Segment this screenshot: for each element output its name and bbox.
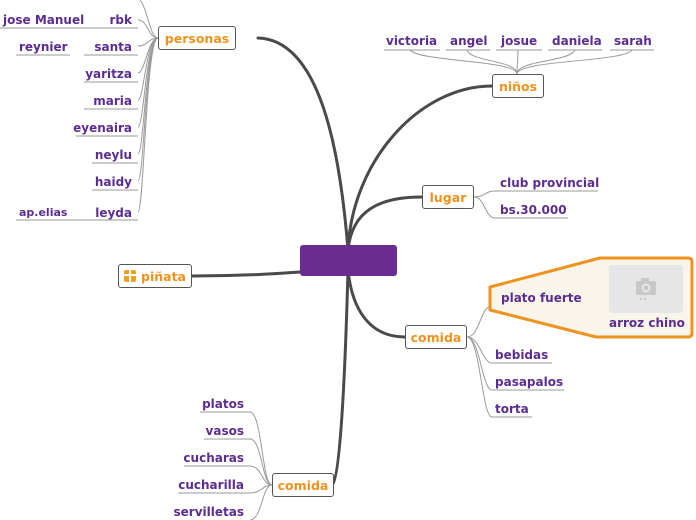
ninos-item-josue[interactable]: josue: [501, 34, 538, 48]
topic-comida-right[interactable]: comida: [405, 325, 467, 349]
topic-comida-right-label: comida: [410, 329, 462, 345]
central-topic[interactable]: [300, 245, 397, 276]
rbk-subitem[interactable]: jose Manuel: [3, 13, 85, 27]
personas-item-neylu[interactable]: neylu: [94, 148, 132, 162]
comida-item-torta[interactable]: torta: [495, 402, 529, 416]
topic-comida-left[interactable]: comida: [272, 473, 334, 497]
lugar-item-bs-30000[interactable]: bs.30.000: [500, 203, 567, 217]
ninos-item-sarah[interactable]: sarah: [614, 34, 652, 48]
comida-left-item-cucharilla[interactable]: cucharilla: [178, 478, 244, 492]
topic-lugar-label: lugar: [429, 189, 467, 205]
comida-left-item-vasos[interactable]: vasos: [205, 424, 244, 438]
image-placeholder: [609, 265, 683, 313]
personas-item-eyenaira[interactable]: eyenaira: [73, 121, 132, 135]
topic-ninos[interactable]: niños: [492, 74, 544, 98]
personas-item-rbk[interactable]: rbk: [109, 13, 133, 27]
topic-personas[interactable]: personas: [158, 26, 236, 50]
comida-left-item-servilletas[interactable]: servilletas: [173, 505, 244, 519]
topic-comida-left-label: comida: [277, 477, 329, 493]
camera-icon: [636, 278, 656, 301]
comida-item-bebidas[interactable]: bebidas: [495, 348, 549, 362]
comida-left-item-platos[interactable]: platos: [202, 397, 244, 411]
comida-item-plato-fuerte[interactable]: plato fuerte: [501, 291, 582, 305]
personas-item-santa[interactable]: santa: [94, 40, 132, 54]
topic-pinata-label: piñata: [141, 268, 186, 284]
personas-item-maria[interactable]: maria: [93, 94, 132, 108]
comida-left-item-cucharas[interactable]: cucharas: [183, 451, 244, 465]
ninos-item-angel[interactable]: angel: [450, 34, 488, 48]
plato-fuerte-detail[interactable]: arroz chino: [609, 316, 685, 330]
gift-icon: [124, 270, 136, 282]
personas-item-haidy[interactable]: haidy: [94, 175, 132, 189]
topic-lugar[interactable]: lugar: [422, 185, 474, 209]
personas-item-leyda[interactable]: leyda: [95, 206, 132, 220]
topic-personas-label: personas: [164, 30, 230, 46]
personas-item-yaritza[interactable]: yaritza: [85, 67, 132, 81]
santa-subitem[interactable]: reynier: [19, 40, 68, 54]
leyda-subitem[interactable]: ap.elias: [19, 206, 68, 219]
comida-item-pasapalos[interactable]: pasapalos: [495, 375, 564, 389]
ninos-item-daniela[interactable]: daniela: [552, 34, 602, 48]
ninos-item-victoria[interactable]: victoria: [386, 34, 438, 48]
topic-ninos-label: niños: [498, 78, 538, 94]
topic-pinata[interactable]: piñata: [118, 264, 192, 288]
lugar-item-club-provincial[interactable]: club provincial: [500, 176, 600, 190]
